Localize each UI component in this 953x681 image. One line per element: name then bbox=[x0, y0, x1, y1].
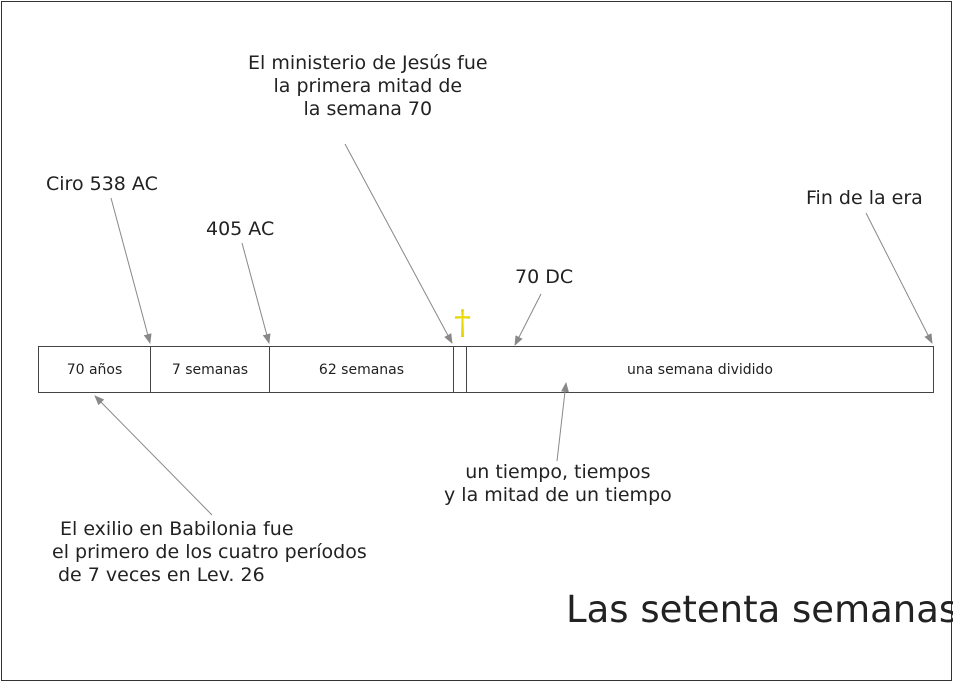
label-ciro: Ciro 538 AC bbox=[46, 173, 158, 195]
segment-una-semana-dividido: una semana dividido bbox=[466, 346, 934, 393]
cross-icon: † bbox=[454, 303, 471, 343]
arrow-ciro bbox=[110, 197, 152, 344]
label-405-ac: 405 AC bbox=[206, 218, 275, 240]
label-exilio: El exilio en Babilonia fue el primero de… bbox=[52, 518, 367, 586]
arrow-fin bbox=[865, 212, 933, 344]
label-fin-de-la-era: Fin de la era bbox=[806, 187, 923, 209]
label-un-tiempo: un tiempo, tiempos y la mitad de un tiem… bbox=[444, 461, 672, 506]
arrow-70-dc bbox=[514, 293, 542, 346]
diagram-title: Las setenta semanas bbox=[566, 588, 953, 631]
label-ministerio: El ministerio de Jesús fue la primera mi… bbox=[248, 52, 488, 120]
arrow-ministerio bbox=[344, 143, 453, 344]
arrow-tiempo bbox=[556, 382, 569, 462]
arrow-405-ac bbox=[241, 242, 271, 344]
arrow-exilio bbox=[94, 395, 213, 516]
label-70-dc: 70 DC bbox=[515, 266, 574, 288]
